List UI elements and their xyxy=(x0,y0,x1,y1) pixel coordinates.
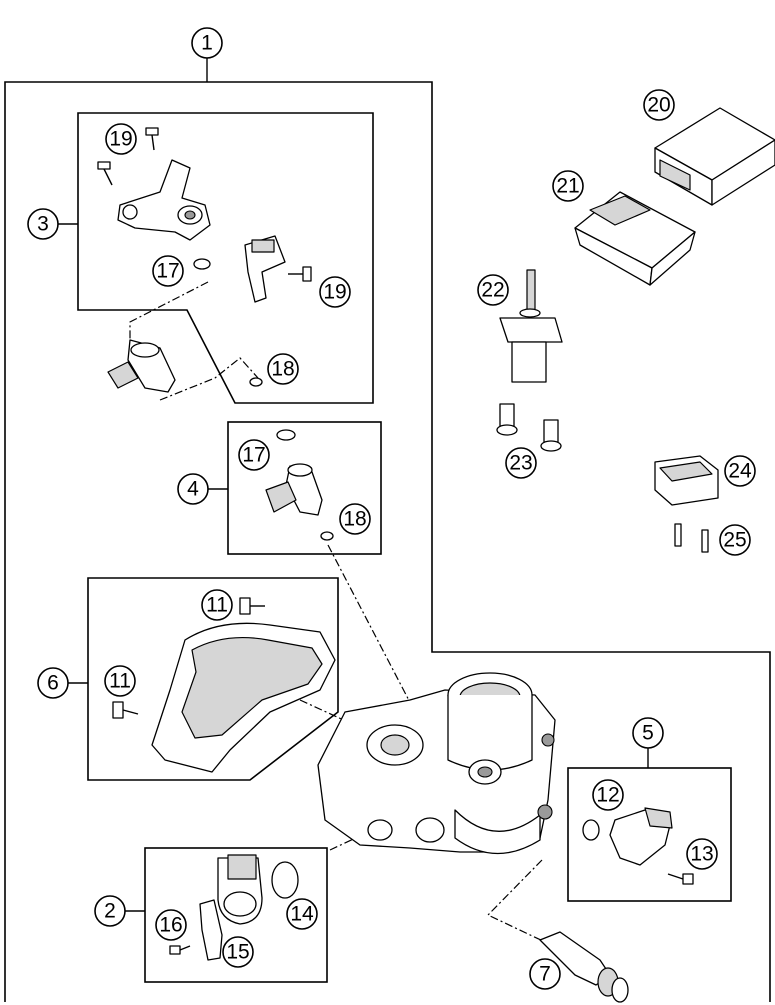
svg-text:3: 3 xyxy=(37,213,49,236)
svg-text:2: 2 xyxy=(104,900,116,923)
ecu-20 xyxy=(654,107,775,206)
svg-text:7: 7 xyxy=(539,963,551,986)
svg-text:15: 15 xyxy=(226,941,249,964)
group-3-frame xyxy=(77,112,374,404)
callout-11a: 11 xyxy=(201,589,233,621)
group-4-frame xyxy=(227,421,382,555)
callout-20: 20 xyxy=(643,89,675,121)
sensor-5 xyxy=(609,807,673,866)
callout-11b: 11 xyxy=(104,665,136,697)
screws-23 xyxy=(496,403,562,452)
callout-21: 21 xyxy=(552,170,584,202)
o-ring-17b xyxy=(276,429,296,441)
callout-24: 24 xyxy=(724,455,756,487)
callout-1: 1 xyxy=(191,27,223,59)
svg-text:23: 23 xyxy=(509,452,532,475)
callout-12: 12 xyxy=(592,779,624,811)
svg-text:18: 18 xyxy=(271,358,294,381)
callout-15: 15 xyxy=(222,936,254,968)
assembly-1-frame xyxy=(4,81,771,1002)
callout-16: 16 xyxy=(155,909,187,941)
svg-text:17: 17 xyxy=(242,444,265,467)
svg-text:18: 18 xyxy=(343,508,366,531)
throttle-body xyxy=(317,672,556,855)
assembly-line-valve-7 xyxy=(486,859,546,943)
callout-13: 13 xyxy=(686,838,718,870)
callout-6: 6 xyxy=(37,667,69,699)
callout-2: 2 xyxy=(94,895,126,927)
screw-19a xyxy=(145,127,159,151)
svg-text:4: 4 xyxy=(187,478,199,501)
o-ring-14 xyxy=(271,861,299,899)
throttle-cover xyxy=(151,622,336,773)
screw-11b xyxy=(112,701,139,719)
svg-text:17: 17 xyxy=(156,260,179,283)
group-2-frame xyxy=(144,847,328,983)
callout-17a: 17 xyxy=(152,255,184,287)
assembly-line-injector-3 xyxy=(129,281,209,340)
callout-14: 14 xyxy=(286,898,318,930)
svg-text:5: 5 xyxy=(642,722,654,745)
screw-19b xyxy=(97,161,113,186)
o-ring-18b xyxy=(320,531,334,541)
svg-text:22: 22 xyxy=(481,279,504,302)
injector-connector xyxy=(244,235,286,303)
callout-23: 23 xyxy=(505,447,537,479)
callout-7: 7 xyxy=(529,958,561,990)
svg-text:24: 24 xyxy=(728,460,752,483)
svg-text:13: 13 xyxy=(690,843,713,866)
svg-text:1: 1 xyxy=(201,32,213,55)
svg-text:6: 6 xyxy=(47,672,59,695)
o-ring-12 xyxy=(582,819,600,841)
lever-15 xyxy=(199,899,223,961)
throttle-position-sensor xyxy=(217,854,263,925)
ecu-cover-21 xyxy=(574,191,696,286)
injector-bracket xyxy=(117,159,211,241)
svg-text:16: 16 xyxy=(159,914,182,937)
o-ring-17a xyxy=(193,258,211,270)
callout-19b: 19 xyxy=(319,276,351,308)
callout-3: 3 xyxy=(27,208,59,240)
assembly-line-injector-3-lower xyxy=(159,357,259,401)
svg-text:21: 21 xyxy=(556,175,579,198)
callout-25: 25 xyxy=(719,524,751,556)
fuel-injector-4 xyxy=(265,463,323,516)
svg-text:19: 19 xyxy=(323,281,346,304)
screw-16 xyxy=(169,945,191,955)
screw-11a xyxy=(239,597,265,615)
callout-18a: 18 xyxy=(267,353,299,385)
assembly-line-cover-6 xyxy=(299,699,349,723)
callout-22: 22 xyxy=(477,274,509,306)
screw-13 xyxy=(667,873,694,885)
assembly-line-sensor-2 xyxy=(329,834,363,851)
idle-valve-7 xyxy=(539,931,629,1003)
callout-4: 4 xyxy=(177,473,209,505)
screw-19c xyxy=(288,266,312,282)
svg-text:19: 19 xyxy=(109,128,132,151)
svg-text:25: 25 xyxy=(723,529,746,552)
sensor-22 xyxy=(499,269,563,383)
svg-text:11: 11 xyxy=(109,670,131,693)
svg-text:11: 11 xyxy=(206,594,228,617)
svg-text:14: 14 xyxy=(290,903,314,926)
fuel-injector-3 xyxy=(107,339,176,393)
screws-25 xyxy=(674,523,709,553)
sensor-24 xyxy=(654,455,719,506)
callout-17b: 17 xyxy=(238,439,270,471)
svg-text:12: 12 xyxy=(596,784,619,807)
callout-5: 5 xyxy=(632,717,664,749)
group-5-frame xyxy=(567,767,732,902)
o-ring-18a xyxy=(249,377,263,387)
group-6-frame xyxy=(87,577,339,781)
svg-text:20: 20 xyxy=(647,94,670,117)
callout-18b: 18 xyxy=(339,503,371,535)
callout-19a: 19 xyxy=(105,123,137,155)
